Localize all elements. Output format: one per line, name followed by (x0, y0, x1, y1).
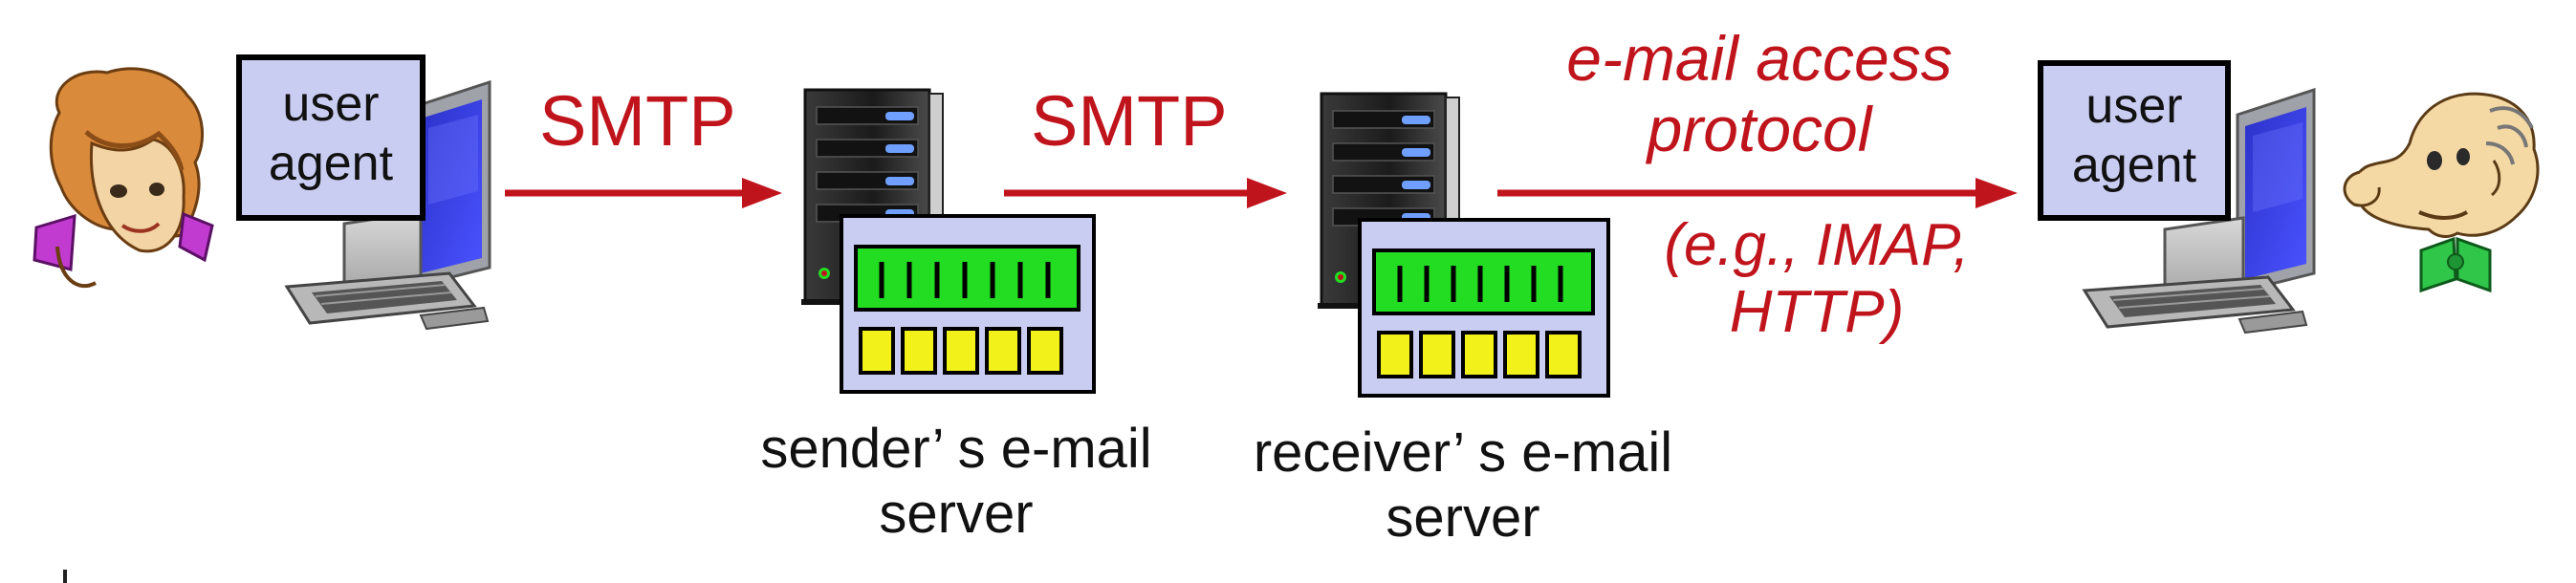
user-agent-label-left-line1: user (282, 76, 380, 132)
smtp-label-1: SMTP (539, 81, 736, 161)
user-agent-label-right-line1: user (2085, 78, 2183, 134)
sender-server-label: sender’ s e-mail server (708, 417, 1205, 547)
user-agent-box-right (2038, 60, 2231, 221)
woman-face-icon (33, 67, 214, 289)
computer-icon (284, 79, 491, 331)
smtp-arrow-2 (1004, 178, 1287, 208)
mailbox-icon (840, 214, 1096, 394)
smtp-arrow-1 (505, 178, 782, 208)
access-protocol-examples: (e.g., IMAP, HTTP) (1616, 212, 2018, 346)
computer-icon (2082, 87, 2316, 335)
access-protocol-examples-line2: HTTP) (1729, 279, 1905, 345)
access-protocol-arrow (1497, 178, 2018, 208)
receiver-server-label-line1: receiver’ s e-mail (1253, 421, 1673, 484)
receiver-server-label: receiver’ s e-mail server (1195, 421, 1731, 551)
receiver-server-label-line2: server (1386, 486, 1540, 549)
man-face-icon (2343, 92, 2540, 293)
sender-server-label-line2: server (879, 483, 1034, 545)
access-protocol-line1: e-mail access (1566, 23, 1953, 94)
user-agent-label-left: user agent (239, 75, 423, 193)
user-agent-label-right: user agent (2041, 76, 2228, 195)
user-agent-label-right-line2: agent (2071, 138, 2197, 193)
access-protocol-line2: protocol (1647, 94, 1872, 164)
user-agent-label-left-line2: agent (268, 136, 394, 191)
user-agent-box-left (236, 54, 426, 221)
access-protocol-label: e-mail access protocol (1501, 23, 2018, 164)
smtp-label-2: SMTP (1031, 81, 1228, 161)
sender-server-label-line1: sender’ s e-mail (760, 418, 1152, 480)
access-protocol-examples-line1: (e.g., IMAP, (1664, 212, 1970, 278)
mailbox-icon (1358, 218, 1610, 398)
